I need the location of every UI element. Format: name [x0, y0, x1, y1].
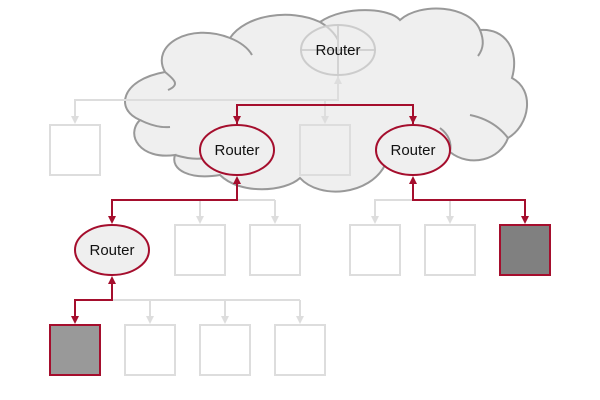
host-right-2[interactable]: [424, 224, 476, 276]
host-cloud-mid[interactable]: [299, 124, 351, 176]
core-router[interactable]: Router: [300, 24, 376, 76]
right-router[interactable]: Router: [375, 124, 451, 176]
host-left-2[interactable]: [249, 224, 301, 276]
core-router-label: Router: [315, 42, 360, 59]
host-edge-4[interactable]: [274, 324, 326, 376]
link-left-right-router: [233, 104, 417, 124]
edge-router-links: [71, 276, 304, 324]
host-right-1[interactable]: [349, 224, 401, 276]
host-left-1[interactable]: [174, 224, 226, 276]
edge-router-label: Router: [89, 242, 134, 259]
right-router-links: [371, 176, 529, 224]
host-source[interactable]: [49, 324, 101, 376]
host-edge-3[interactable]: [199, 324, 251, 376]
host-edge-2[interactable]: [124, 324, 176, 376]
edge-router[interactable]: Router: [74, 224, 150, 276]
right-router-label: Router: [390, 142, 435, 159]
left-router[interactable]: Router: [199, 124, 275, 176]
left-router-label: Router: [214, 142, 259, 159]
left-router-links: [108, 176, 279, 224]
host-cloud-left[interactable]: [49, 124, 101, 176]
host-destination[interactable]: [499, 224, 551, 276]
